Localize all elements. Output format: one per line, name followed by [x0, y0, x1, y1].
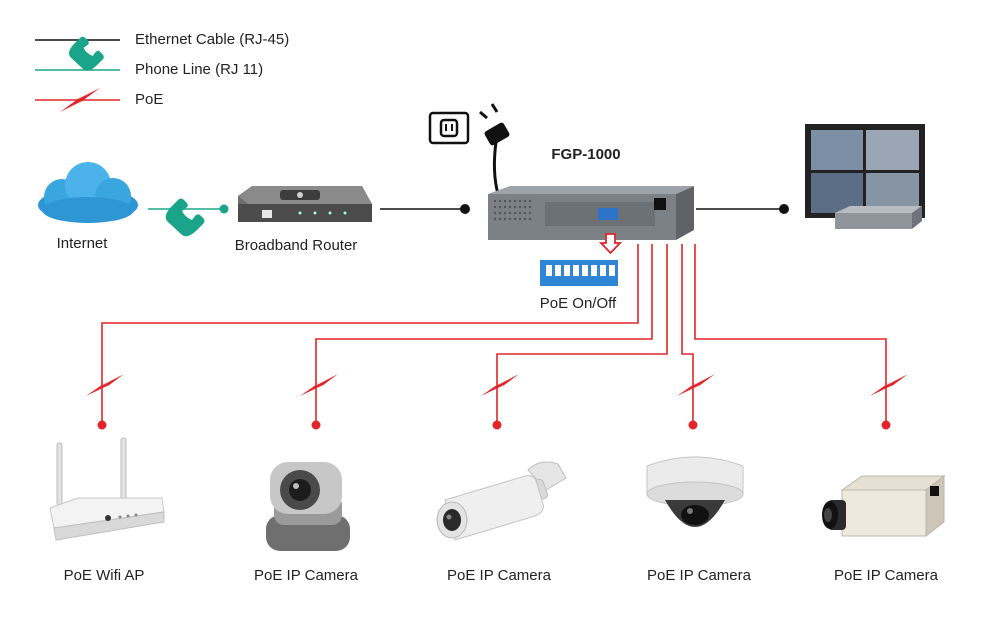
switch-icon [488, 186, 694, 240]
poe-end-dot [97, 420, 107, 430]
router-icon [238, 186, 372, 222]
poe-bolt-icon [86, 374, 124, 396]
legend-poe-line [35, 88, 120, 112]
poe-bolt-icon [481, 374, 519, 396]
router-label: Broadband Router [234, 237, 358, 254]
arrow-down-icon [598, 233, 623, 255]
nvr-recorder-icon [835, 206, 922, 229]
ptz-camera-icon [266, 462, 350, 551]
legend-phone-line [35, 36, 120, 71]
device-label-camera-3: PoE IP Camera [647, 567, 751, 584]
dome-camera-icon [646, 456, 744, 527]
dip-switch-icon [540, 260, 618, 286]
power-plug-icon [479, 103, 510, 195]
ethernet-connector-dot [779, 204, 789, 214]
legend-phone-label: Phone Line (RJ 11) [135, 61, 264, 78]
poe-bolt-icon [677, 374, 715, 396]
box-camera-icon [822, 474, 946, 538]
device-label-camera-1: PoE IP Camera [254, 567, 358, 584]
bullet-camera-icon [436, 461, 567, 541]
device-label-wifi-ap: PoE Wifi AP [63, 567, 145, 584]
wifi-ap-icon [49, 437, 165, 541]
switch-model-label: FGP-1000 [551, 146, 621, 163]
legend-ethernet-label: Ethernet Cable (RJ-45) [135, 31, 290, 48]
poe-end-dot [311, 420, 321, 430]
poe-cabling [101, 244, 887, 425]
power-outlet-icon [428, 111, 470, 145]
ethernet-connector-dot [460, 204, 470, 214]
cloud-icon [38, 162, 138, 223]
phone-line-connection [148, 198, 229, 237]
poe-end-dot [492, 420, 502, 430]
poe-bolt-icon [300, 374, 338, 396]
device-label-camera-4: PoE IP Camera [834, 567, 938, 584]
dip-switch-label: PoE On/Off [539, 295, 617, 312]
poe-end-dot [881, 420, 891, 430]
poe-end-dot [688, 420, 698, 430]
internet-label: Internet [56, 235, 108, 252]
legend-poe-label: PoE [135, 91, 164, 108]
poe-bolt-icon [870, 374, 908, 396]
monitor-icon [805, 124, 925, 218]
device-label-camera-2: PoE IP Camera [447, 567, 551, 584]
